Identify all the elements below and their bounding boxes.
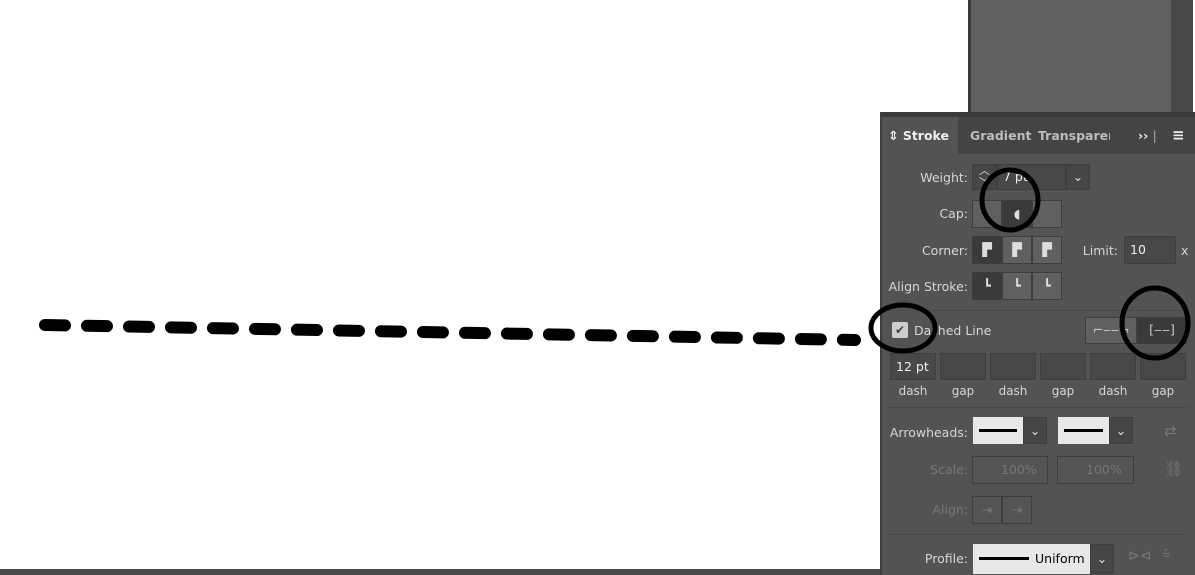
align-dash-corners-button[interactable]: [‒‒] <box>1137 317 1187 344</box>
align-stroke-label: Align Stroke: <box>888 279 968 294</box>
round-cap-button[interactable]: ◖ <box>1002 200 1032 228</box>
divider <box>888 310 1188 311</box>
dash-2-input[interactable] <box>990 353 1036 380</box>
gap-2-label: gap <box>1051 384 1075 398</box>
cap-label: Cap: <box>939 206 968 221</box>
dashed-line-label: Dashed Line <box>914 323 992 338</box>
profile-select[interactable]: Uniform <box>973 544 1090 574</box>
arrow-tip-beyond-button[interactable]: ⇥ <box>972 496 1002 524</box>
stroke-panel: ⇕ Stroke Gradient Transparen ›› | ≡ Weig… <box>880 112 1195 575</box>
panel-menu-icon[interactable]: ≡ <box>1172 126 1185 144</box>
panel-divider <box>968 0 971 112</box>
align-center-button[interactable]: ┗ <box>972 272 1002 300</box>
divider <box>888 407 1188 408</box>
projecting-cap-button[interactable] <box>1032 200 1062 228</box>
bevel-join-button[interactable]: ▛ <box>1032 236 1062 264</box>
dashed-line-checkbox[interactable]: ✔ <box>892 322 908 338</box>
align-label: Align: <box>932 502 968 517</box>
end-scale-input[interactable]: 100% <box>1057 456 1134 484</box>
weight-input[interactable]: 7 pt <box>997 164 1066 190</box>
expand-panels-icon[interactable]: ›› | <box>1138 128 1157 143</box>
scale-label: Scale: <box>930 462 968 477</box>
dashed-line-artwork[interactable] <box>0 0 880 575</box>
dash-1-input[interactable]: 12 pt <box>890 353 936 380</box>
panel-tab-bar: ⇕ Stroke Gradient Transparen ›› | ≡ <box>882 112 1195 154</box>
dash-1-label: dash <box>898 384 928 398</box>
round-join-button[interactable]: ▛ <box>1002 236 1032 264</box>
collapse-icon: ⇕ <box>888 128 903 143</box>
profile-dropdown[interactable]: ⌄ <box>1090 544 1114 574</box>
align-inside-button[interactable]: ┗ <box>1002 272 1032 300</box>
end-arrowhead-dropdown[interactable]: ⌄ <box>1109 417 1133 444</box>
limit-label: Limit: <box>1082 243 1118 258</box>
butt-cap-button[interactable] <box>972 200 1002 228</box>
align-outside-button[interactable]: ┗ <box>1032 272 1062 300</box>
gap-3-input[interactable] <box>1140 353 1186 380</box>
arrow-tip-at-end-button[interactable]: ⇥ <box>1002 496 1032 524</box>
limit-unit: x <box>1181 243 1189 258</box>
weight-stepper[interactable]: ︿﹀ <box>972 164 997 190</box>
dash-3-input[interactable] <box>1090 353 1136 380</box>
preserve-dash-button[interactable]: ⌐‒‒¬ <box>1085 317 1137 344</box>
flip-vertical-icon[interactable]: ⩮ <box>1162 546 1171 562</box>
weight-label: Weight: <box>920 170 968 185</box>
dock-area <box>971 0 1171 112</box>
profile-label: Profile: <box>924 551 968 566</box>
miter-join-button[interactable]: ▛ <box>972 236 1002 264</box>
start-arrowhead-select[interactable] <box>973 417 1023 444</box>
arrowheads-label: Arrowheads: <box>889 425 968 440</box>
dash-2-label: dash <box>998 384 1028 398</box>
link-scale-icon[interactable]: ⛓ <box>1164 460 1184 478</box>
dash-3-label: dash <box>1098 384 1128 398</box>
weight-dropdown[interactable]: ⌄ <box>1066 164 1090 190</box>
gap-1-input[interactable] <box>940 353 986 380</box>
horizontal-scrollbar[interactable] <box>0 569 880 575</box>
limit-input[interactable]: 10 <box>1124 236 1176 264</box>
swap-arrowheads-icon[interactable]: ⇄ <box>1164 422 1177 440</box>
gap-2-input[interactable] <box>1040 353 1086 380</box>
tab-transparency[interactable]: Transparen <box>1038 128 1110 143</box>
start-scale-input[interactable]: 100% <box>972 456 1048 484</box>
end-arrowhead-select[interactable] <box>1058 417 1109 444</box>
gap-3-label: gap <box>1151 384 1175 398</box>
divider <box>888 534 1188 535</box>
gap-1-label: gap <box>951 384 975 398</box>
tab-stroke[interactable]: ⇕ Stroke <box>882 117 958 154</box>
corner-label: Corner: <box>921 243 968 258</box>
flip-horizontal-icon[interactable]: ⊳⊲ <box>1128 548 1152 564</box>
scrollbar[interactable] <box>1171 0 1193 112</box>
start-arrowhead-dropdown[interactable]: ⌄ <box>1023 417 1047 444</box>
tab-gradient[interactable]: Gradient <box>970 128 1032 143</box>
